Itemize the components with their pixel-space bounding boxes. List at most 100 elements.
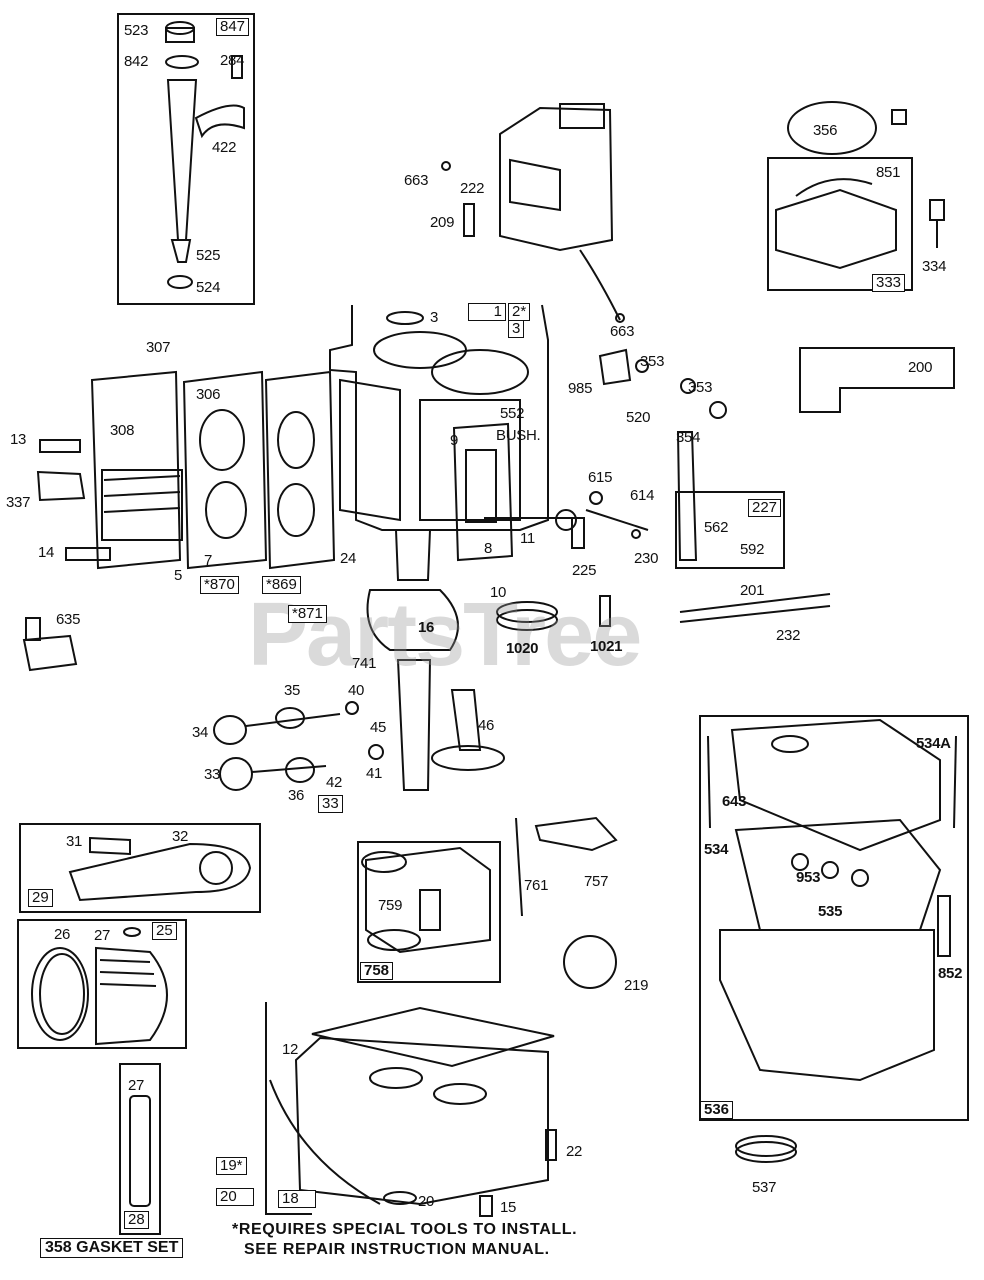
cylinder-bore [373, 331, 467, 369]
callout-523[interactable]: 523 [124, 22, 149, 39]
callout-1[interactable]: 1 [468, 303, 506, 321]
callout-35[interactable]: 35 [284, 682, 301, 699]
callout-614[interactable]: 614 [630, 487, 655, 504]
callout-847[interactable]: 847 [216, 18, 250, 36]
callout-8[interactable]: 8 [484, 540, 493, 557]
callout-14[interactable]: 14 [38, 544, 55, 561]
callout-45[interactable]: 45 [370, 719, 387, 736]
callout-759[interactable]: 759 [378, 897, 403, 914]
callout-27-piston[interactable]: 27 [94, 927, 111, 944]
callout-356[interactable]: 356 [813, 122, 838, 139]
callout-535[interactable]: 535 [818, 903, 843, 920]
cylinder-head-left [90, 370, 182, 570]
callout-869[interactable]: *869 [262, 576, 301, 594]
callout-12[interactable]: 12 [282, 1041, 299, 1058]
callout-29[interactable]: 29 [28, 889, 53, 907]
callout-26[interactable]: 26 [54, 926, 71, 943]
callout-353-b[interactable]: 353 [688, 379, 713, 396]
callout-16[interactable]: 16 [418, 619, 435, 636]
callout-41[interactable]: 41 [366, 765, 383, 782]
callout-354[interactable]: 354 [676, 429, 701, 446]
callout-36[interactable]: 36 [288, 787, 305, 804]
callout-9[interactable]: 9 [450, 432, 459, 449]
callout-225[interactable]: 225 [572, 562, 597, 579]
callout-201[interactable]: 201 [740, 582, 765, 599]
callout-307[interactable]: 307 [146, 339, 171, 356]
callout-27-gasket[interactable]: 27 [128, 1077, 145, 1094]
callout-741[interactable]: 741 [352, 655, 377, 672]
callout-28[interactable]: 28 [124, 1211, 149, 1229]
callout-13[interactable]: 13 [10, 431, 27, 448]
callout-40[interactable]: 40 [348, 682, 365, 699]
callout-5[interactable]: 5 [174, 567, 183, 584]
callout-284[interactable]: 284 [220, 52, 245, 69]
callout-851[interactable]: 851 [876, 164, 901, 181]
callout-1020[interactable]: 1020 [506, 640, 539, 657]
callout-1021[interactable]: 1021 [590, 638, 623, 655]
callout-33[interactable]: 33 [204, 766, 221, 783]
callout-42[interactable]: 42 [326, 774, 343, 791]
callout-334[interactable]: 334 [922, 258, 947, 275]
callout-985[interactable]: 985 [568, 380, 593, 397]
callout-852[interactable]: 852 [938, 965, 963, 982]
callout-306[interactable]: 306 [196, 386, 221, 403]
callout-337[interactable]: 337 [6, 494, 31, 511]
callout-7[interactable]: 7 [204, 552, 213, 569]
callout-33-box[interactable]: 33 [318, 795, 343, 813]
callout-422[interactable]: 422 [212, 139, 237, 156]
governor-frame [357, 841, 501, 983]
callout-18[interactable]: 18 [278, 1190, 316, 1208]
callout-219[interactable]: 219 [624, 977, 649, 994]
callout-663-lower[interactable]: 663 [610, 323, 635, 340]
callout-2[interactable]: 2* [508, 303, 531, 321]
callout-19[interactable]: 19* [216, 1157, 247, 1175]
callout-3[interactable]: 3 [430, 309, 439, 326]
callout-635[interactable]: 635 [56, 611, 81, 628]
dipstick-group-frame [117, 13, 255, 305]
callout-25[interactable]: 25 [152, 922, 177, 940]
callout-534[interactable]: 534 [704, 841, 729, 858]
callout-663-upper[interactable]: 663 [404, 172, 429, 189]
callout-525[interactable]: 525 [196, 247, 221, 264]
callout-3-box[interactable]: 3 [508, 320, 525, 338]
callout-24[interactable]: 24 [340, 550, 357, 567]
callout-31[interactable]: 31 [66, 833, 83, 850]
callout-562[interactable]: 562 [704, 519, 729, 536]
callout-209[interactable]: 209 [430, 214, 455, 231]
callout-46[interactable]: 46 [478, 717, 495, 734]
callout-537[interactable]: 537 [752, 1179, 777, 1196]
callout-22[interactable]: 22 [566, 1143, 583, 1160]
callout-32[interactable]: 32 [172, 828, 189, 845]
callout-761[interactable]: 761 [524, 877, 549, 894]
callout-842[interactable]: 842 [124, 53, 149, 70]
callout-536[interactable]: 536 [700, 1101, 734, 1119]
callout-222[interactable]: 222 [460, 180, 485, 197]
callout-230[interactable]: 230 [634, 550, 659, 567]
callout-20[interactable]: 20 [418, 1193, 435, 1210]
callout-308[interactable]: 308 [110, 422, 135, 439]
callout-232[interactable]: 232 [776, 627, 801, 644]
callout-870[interactable]: *870 [200, 576, 239, 594]
callout-227[interactable]: 227 [748, 499, 782, 517]
callout-552[interactable]: 552 [500, 405, 525, 422]
callout-643[interactable]: 643 [722, 793, 747, 810]
gasket-set-label[interactable]: 358 GASKET SET [40, 1238, 184, 1258]
callout-200[interactable]: 200 [908, 359, 933, 376]
callout-524[interactable]: 524 [196, 279, 221, 296]
callout-871[interactable]: *871 [288, 605, 327, 623]
callout-953[interactable]: 953 [796, 869, 821, 886]
callout-520[interactable]: 520 [626, 409, 651, 426]
callout-592[interactable]: 592 [740, 541, 765, 558]
callout-11[interactable]: 11 [520, 530, 535, 547]
callout-353-a[interactable]: 353 [640, 353, 665, 370]
callout-333[interactable]: 333 [872, 274, 906, 292]
breather-cover [452, 422, 514, 562]
callout-10[interactable]: 10 [490, 584, 507, 601]
callout-15[interactable]: 15 [500, 1199, 517, 1216]
callout-615[interactable]: 615 [588, 469, 613, 486]
callout-757[interactable]: 757 [584, 873, 609, 890]
callout-758[interactable]: 758 [360, 962, 394, 980]
callout-34[interactable]: 34 [192, 724, 209, 741]
callout-20-box[interactable]: 20 [216, 1188, 254, 1206]
callout-534A[interactable]: 534A [916, 735, 951, 752]
